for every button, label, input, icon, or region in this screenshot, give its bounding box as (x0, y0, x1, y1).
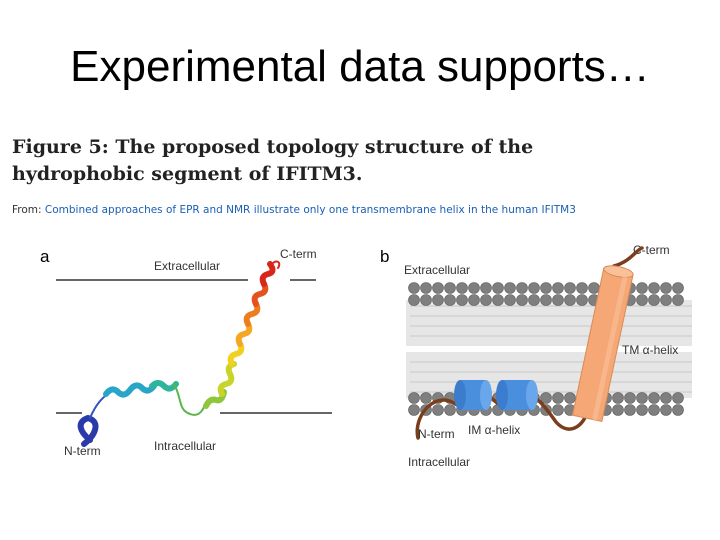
lipid-head (612, 392, 624, 404)
lipid-head (492, 294, 504, 306)
lipid-head (588, 282, 600, 294)
lipid-tails-lower (406, 352, 692, 398)
lipid-head (408, 392, 420, 404)
lipid-head (624, 404, 636, 416)
lipid-head (528, 294, 540, 306)
lipid-head (564, 294, 576, 306)
panel-b-intracellular-label: Intracellular (408, 455, 470, 469)
panel-a-extracellular-label: Extracellular (154, 259, 220, 273)
lipid-head (408, 294, 420, 306)
lipid-head (612, 404, 624, 416)
lipid-head (540, 392, 552, 404)
lipid-head (648, 282, 660, 294)
lipid-head (672, 404, 684, 416)
lipid-head (480, 282, 492, 294)
lipid-head (444, 404, 456, 416)
panel-a: a Extracellular C-term N-term Intracellu… (40, 247, 332, 458)
lipid-head (552, 392, 564, 404)
lipid-head (516, 282, 528, 294)
lipid-tails-upper (406, 300, 692, 346)
lipid-head (540, 282, 552, 294)
lipid-head (516, 294, 528, 306)
panel-a-intracellular-label: Intracellular (154, 439, 216, 453)
lipid-head (408, 282, 420, 294)
lipid-head (660, 392, 672, 404)
lipid-head (660, 282, 672, 294)
panel-a-nterm-label: N-term (64, 444, 101, 458)
lipid-head (432, 282, 444, 294)
lipid-head (540, 294, 552, 306)
tm-helix-cylinder (571, 265, 634, 423)
lipid-head (636, 282, 648, 294)
lipid-head (576, 282, 588, 294)
lipid-head (552, 294, 564, 306)
lipid-head (456, 282, 468, 294)
lipid-head (564, 282, 576, 294)
lipid-head (648, 392, 660, 404)
lipid-head (636, 404, 648, 416)
lipid-head (672, 392, 684, 404)
lipid-head (444, 294, 456, 306)
im-helix-label: IM α-helix (468, 423, 520, 437)
lipid-head (432, 294, 444, 306)
source-prefix: From: (12, 204, 42, 216)
lipid-head (528, 282, 540, 294)
lipid-head (468, 294, 480, 306)
lipid-head (456, 294, 468, 306)
lipid-head (492, 282, 504, 294)
lipid-head (576, 294, 588, 306)
panel-a-cterm-label: C-term (280, 247, 317, 261)
lipid-head (648, 294, 660, 306)
panel-b-extracellular-label: Extracellular (404, 263, 470, 277)
loop-chain (415, 388, 590, 440)
im-helix-cylinders (454, 380, 538, 410)
slide-title: Experimental data supports… (70, 42, 650, 91)
lipid-head (420, 294, 432, 306)
lipid-head (408, 404, 420, 416)
panel-b: b Extracellular C-term TM (380, 243, 692, 469)
source-link[interactable]: Combined approaches of EPR and NMR illus… (44, 204, 576, 216)
lipid-head (660, 404, 672, 416)
lipid-head (552, 282, 564, 294)
lipid-head (504, 282, 516, 294)
lipid-head (624, 392, 636, 404)
lipid-head (420, 392, 432, 404)
lipid-head (444, 282, 456, 294)
lipid-head (636, 294, 648, 306)
lipid-head (420, 282, 432, 294)
lipid-head (672, 294, 684, 306)
lipid-head (552, 404, 564, 416)
lipid-head (648, 404, 660, 416)
figure-source: From: Combined approaches of EPR and NMR… (12, 204, 576, 216)
lipid-head (432, 404, 444, 416)
lipid-head (636, 392, 648, 404)
figure-5-diagram: a Extracellular C-term N-term Intracellu… (40, 243, 692, 469)
tm-helix-label: TM α-helix (622, 343, 678, 357)
protein-ribbon (77, 260, 281, 447)
lipid-head (504, 294, 516, 306)
panel-a-label: a (40, 247, 50, 266)
lipid-head (672, 282, 684, 294)
figure-title: Figure 5: The proposed topology structur… (12, 136, 534, 185)
lipid-head (468, 282, 480, 294)
panel-b-nterm-label: N-term (418, 427, 455, 441)
lipid-head (480, 294, 492, 306)
lipid-head (660, 294, 672, 306)
lipid-head (564, 392, 576, 404)
panel-b-label: b (380, 247, 389, 266)
cterm-loop (612, 246, 644, 268)
